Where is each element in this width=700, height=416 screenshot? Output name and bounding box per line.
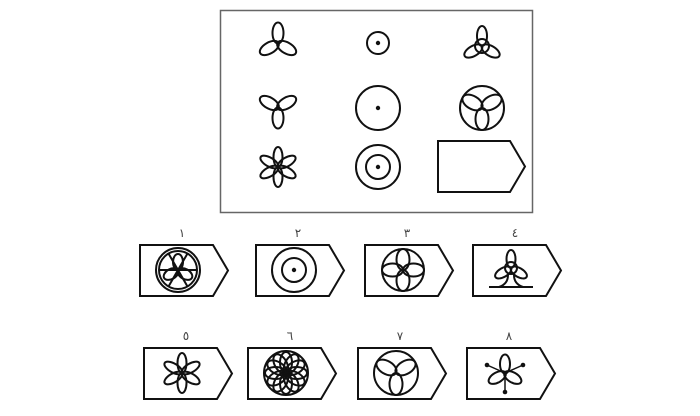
- answer-option-1[interactable]: [139, 244, 230, 297]
- answer-option-4[interactable]: [472, 244, 563, 297]
- option-number-label: ٣: [403, 226, 411, 240]
- six-petal-flower-icon: [259, 146, 297, 188]
- option-number-label: ٧: [396, 329, 404, 343]
- option-number-label: ٨: [505, 329, 513, 343]
- option-number-label: ١: [178, 226, 186, 240]
- answer-option-5[interactable]: [143, 347, 234, 400]
- circle-trefoil-down-icon: [459, 85, 505, 131]
- matrix-frame: [219, 9, 534, 214]
- option-number-label: ٥: [182, 329, 190, 343]
- option-number-label: ٦: [286, 329, 294, 343]
- small-circle-dot-icon: [366, 31, 390, 55]
- trefoil-dots-icon: [484, 353, 526, 395]
- double-circle-flower-icon: [155, 247, 201, 293]
- target-icon: [355, 144, 401, 190]
- answer-slot: [437, 140, 527, 193]
- triquetra-base-icon: [489, 249, 533, 288]
- answer-option-3[interactable]: [364, 244, 455, 297]
- trefoil-down-icon: [258, 94, 298, 130]
- trefoil-up-icon: [258, 21, 298, 57]
- circle-four-petal-icon: [381, 248, 425, 292]
- circle-trefoil-down-icon: [373, 350, 419, 396]
- circle-twelve-petal-icon: [263, 350, 309, 396]
- answer-option-6[interactable]: [247, 347, 338, 400]
- large-circle-dot-icon: [355, 85, 401, 131]
- answer-option-7[interactable]: [357, 347, 448, 400]
- target-icon: [271, 247, 317, 293]
- answer-option-2[interactable]: [255, 244, 346, 297]
- option-number-label: ٤: [511, 226, 519, 240]
- six-petal-flower-icon: [163, 352, 201, 394]
- option-number-label: ٢: [294, 226, 302, 240]
- answer-option-8[interactable]: [466, 347, 557, 400]
- triquetra-icon: [463, 25, 501, 59]
